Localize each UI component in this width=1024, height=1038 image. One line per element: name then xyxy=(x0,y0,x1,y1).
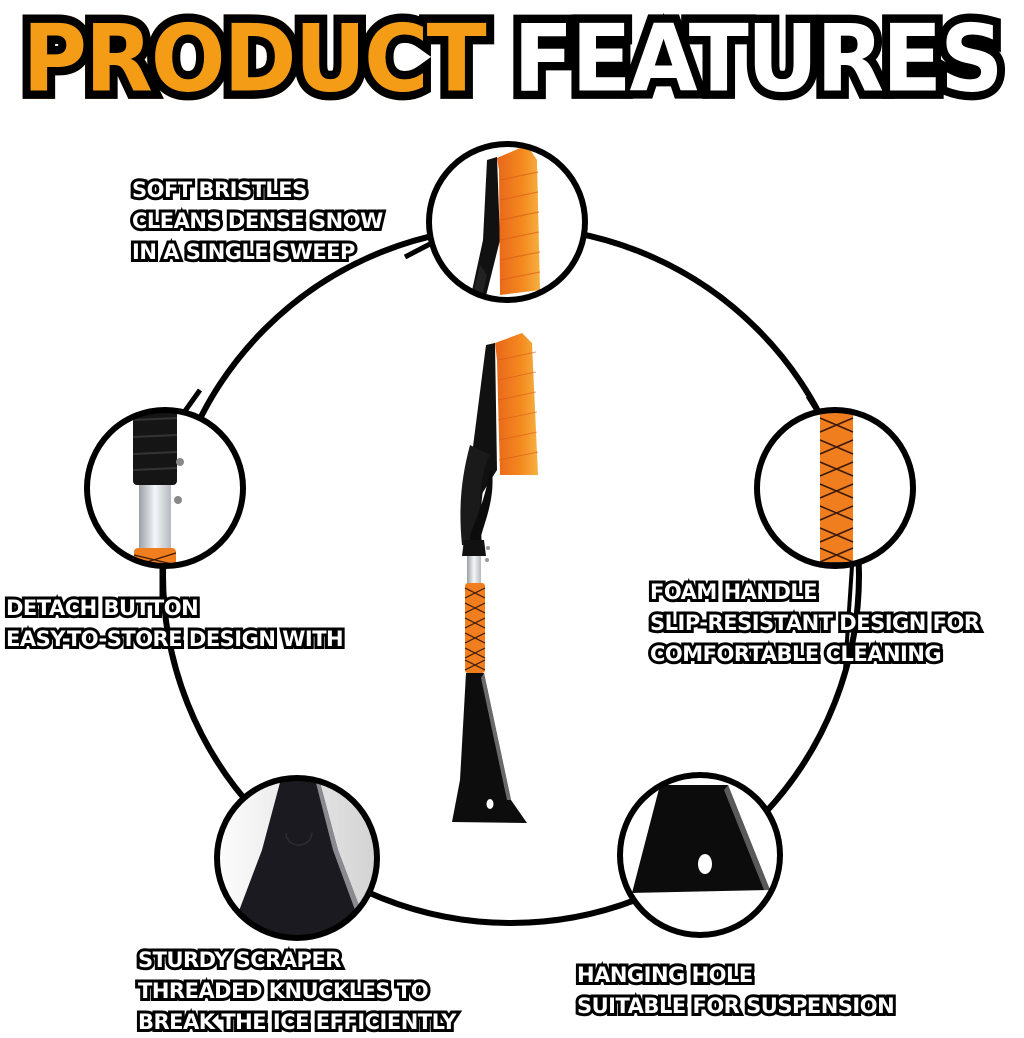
title-part-features: FEATURES xyxy=(505,0,1011,121)
detail-foam-handle-image xyxy=(757,410,913,566)
detail-sturdy-scraper-image xyxy=(217,778,377,938)
feature-detach-button: DETACH BUTTON EASY-TO-STORE DESIGN WITH xyxy=(3,593,347,655)
feature-line: COMFORTABLE CLEANING xyxy=(647,639,945,669)
feature-line: IN A SINGLE SWEEP xyxy=(129,237,358,267)
feature-line: CLEANS DENSE SNOW xyxy=(129,206,386,236)
detail-detach-button-image xyxy=(87,410,243,566)
feature-line: BREAK THE ICE EFFICIENTLY xyxy=(135,1007,459,1037)
feature-foam-handle: FOAM HANDLE SLIP-RESISTANT DESIGN FOR CO… xyxy=(647,577,983,670)
title-part-product: PRODUCT xyxy=(14,0,494,121)
feature-line: EASY-TO-STORE DESIGN WITH xyxy=(3,624,347,654)
connector-line xyxy=(403,241,432,260)
feature-line: SUITABLE FOR SUSPENSION xyxy=(574,991,898,1021)
feature-sturdy-scraper: STURDY SCRAPER THREADED KNUCKLES TO BREA… xyxy=(135,945,459,1038)
page-title: PRODUCT FEATURES xyxy=(0,0,1024,121)
feature-title: HANGING HOLE xyxy=(574,960,756,990)
detail-hanging-hole-image xyxy=(620,775,780,935)
feature-title: SOFT BRISTLES xyxy=(129,175,310,205)
feature-line: THREADED KNUCKLES TO xyxy=(135,976,432,1006)
snow-brush-product xyxy=(452,333,539,823)
feature-soft-bristles: SOFT BRISTLES CLEANS DENSE SNOW IN A SIN… xyxy=(129,175,386,268)
feature-title: DETACH BUTTON xyxy=(3,593,202,623)
feature-line: SLIP-RESISTANT DESIGN FOR xyxy=(647,608,983,638)
feature-title: FOAM HANDLE xyxy=(647,577,821,607)
detail-bristles-image xyxy=(429,144,585,300)
feature-hanging-hole: HANGING HOLE SUITABLE FOR SUSPENSION xyxy=(574,960,898,1022)
feature-title: STURDY SCRAPER xyxy=(135,945,344,975)
